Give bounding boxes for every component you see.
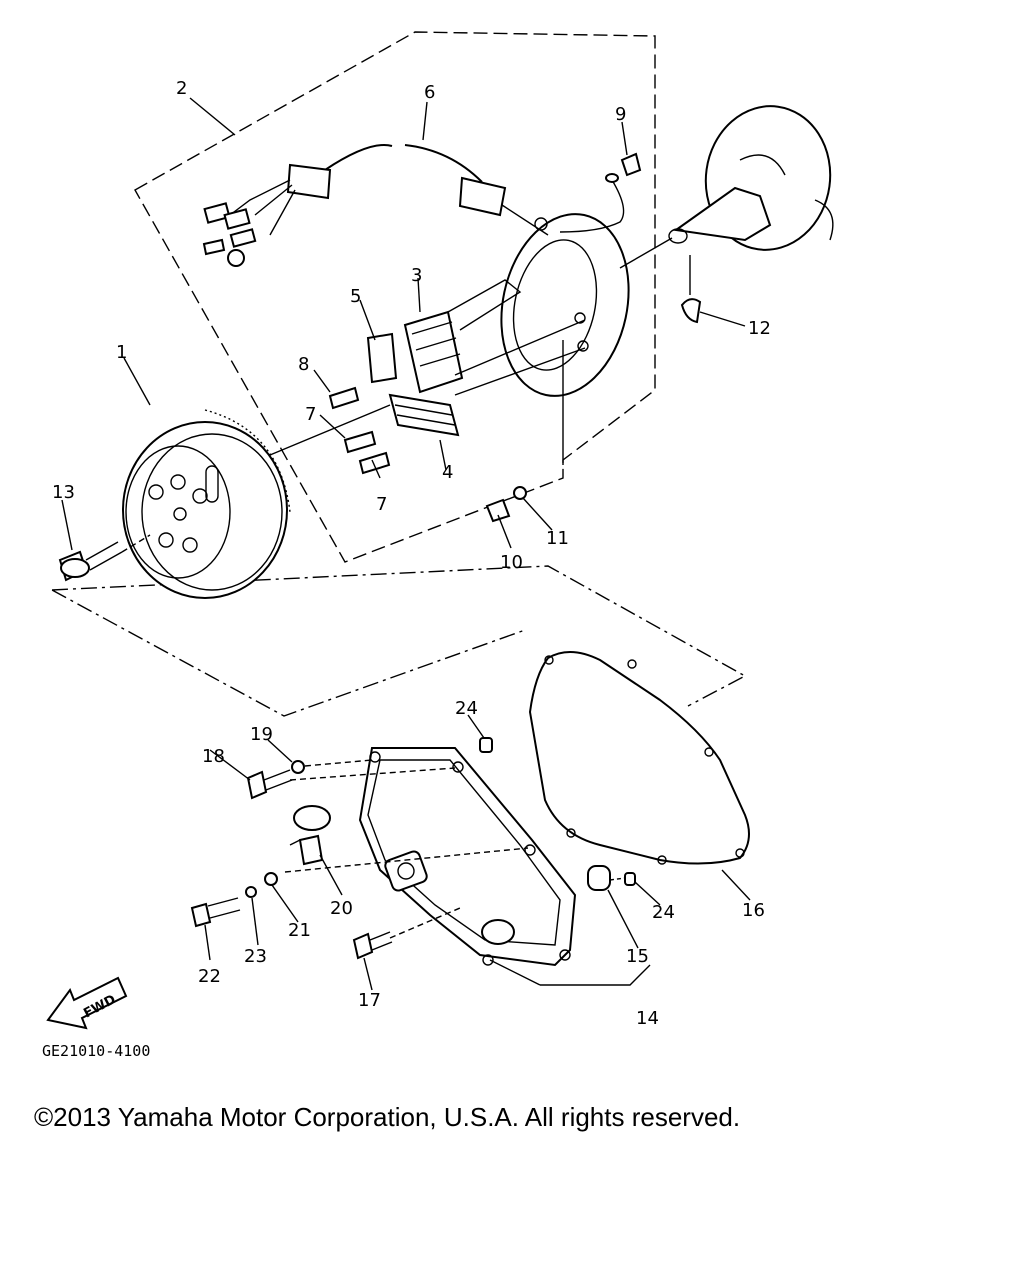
- callout-3: 3: [411, 265, 422, 286]
- callout-20: 20: [330, 898, 353, 919]
- callout-8: 8: [298, 354, 309, 375]
- callout-21: 21: [288, 920, 311, 941]
- projection-lines: [269, 237, 691, 465]
- callout-17: 17: [358, 990, 381, 1011]
- dowel-pins: [479, 737, 636, 891]
- callout-23: 23: [244, 946, 267, 967]
- callout-5: 5: [350, 286, 361, 307]
- wire-harness: [202, 144, 549, 267]
- callout-2: 2: [176, 78, 187, 99]
- callout-10: 10: [500, 552, 523, 573]
- callout-15: 15: [626, 946, 649, 967]
- charge-coil: [388, 393, 460, 437]
- callout-1: 1: [116, 342, 127, 363]
- callout-11: 11: [546, 528, 569, 549]
- diagram-code: GE21010-4100: [42, 1042, 150, 1060]
- exploded-parts-diagram: 2 6 9 3 5 12 1 8 7 4 13 7 11 10 24 19 18…: [42, 31, 834, 1060]
- callout-16: 16: [742, 900, 765, 921]
- callout-22: 22: [198, 966, 221, 987]
- ground-lead: [559, 152, 642, 233]
- pickup-coil: [403, 279, 522, 394]
- callout-7a: 7: [305, 404, 316, 425]
- crankcase-flange: [668, 105, 834, 251]
- coil-bracket: [366, 332, 398, 384]
- stator-plate: [500, 213, 630, 397]
- callout-12: 12: [748, 318, 771, 339]
- woodruff-key: [680, 298, 702, 324]
- callout-6: 6: [424, 82, 435, 103]
- callout-9: 9: [615, 104, 626, 125]
- callout-7b: 7: [376, 494, 387, 515]
- cover-group-outline: [51, 565, 747, 717]
- copyright-notice: ©2013 Yamaha Motor Corporation, U.S.A. A…: [34, 1102, 741, 1132]
- callout-24b: 24: [652, 902, 675, 923]
- flywheel-rotor: [122, 409, 291, 599]
- forward-arrow-icon: FWD: [46, 976, 128, 1030]
- callout-19: 19: [250, 724, 273, 745]
- callout-14: 14: [636, 1008, 659, 1029]
- leader-lines: [61, 97, 751, 991]
- callout-24a: 24: [455, 698, 478, 719]
- stator-assembly-outline: [134, 31, 656, 563]
- callout-18: 18: [202, 746, 225, 767]
- cover-fasteners: [190, 760, 393, 960]
- flywheel-bolt: [58, 534, 151, 582]
- cover-gasket: [528, 651, 750, 865]
- cover-projection-lines: [284, 759, 651, 986]
- generator-cover: [358, 747, 577, 967]
- callout-13: 13: [52, 482, 75, 503]
- callout-4: 4: [442, 462, 453, 483]
- stator-screws: [328, 386, 527, 523]
